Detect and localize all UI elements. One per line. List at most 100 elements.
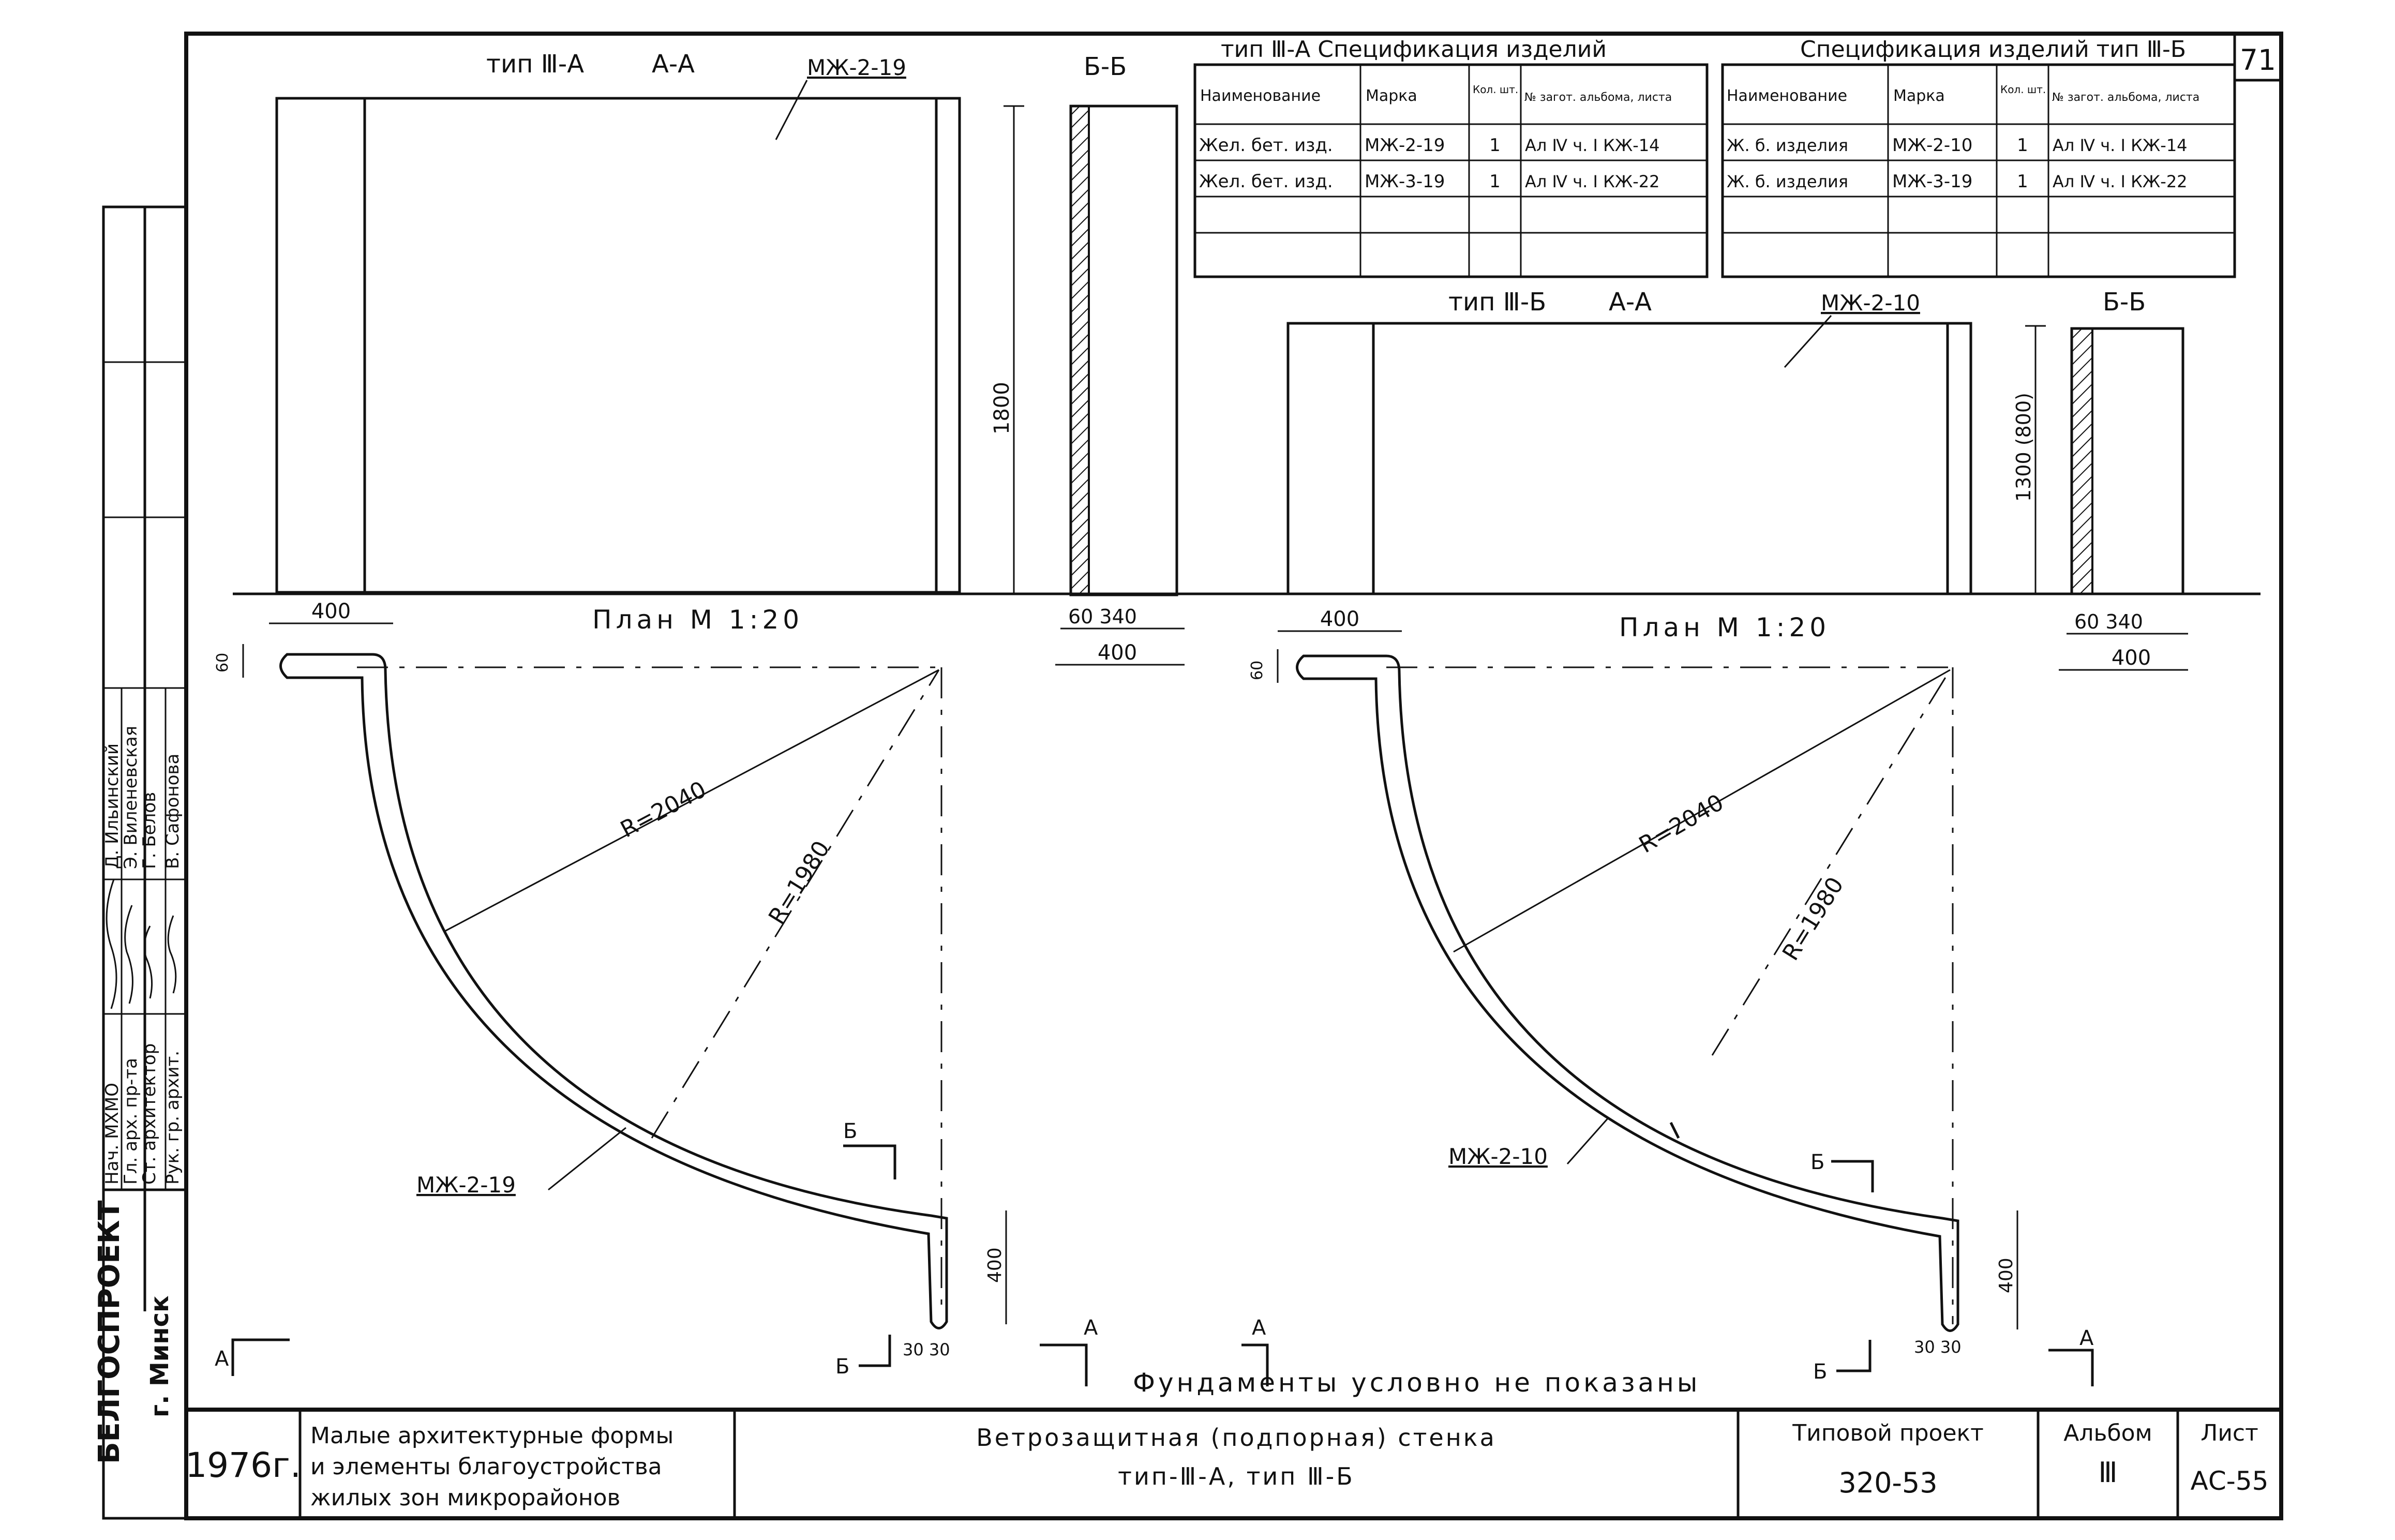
page-number: 71 <box>2240 43 2276 77</box>
spec-table-b: Спецификация изделий тип Ⅲ-Б Наименовани… <box>1721 36 2236 278</box>
type-a-title: тип Ⅲ-А <box>486 50 584 79</box>
type-b-dim-400-leg: 400 <box>1996 1258 2017 1293</box>
name-2: Э. Виленевская <box>121 726 141 869</box>
title-drawing-1: Ветрозащитная (подпорная) стенка <box>976 1424 1496 1452</box>
title-year: 1976г. <box>185 1445 301 1485</box>
type-a-cut-b-top: Б <box>843 1119 857 1143</box>
type-a-plan-title: План М 1:20 <box>592 605 803 635</box>
page-number-box <box>2233 32 2283 82</box>
type-a-cut-b-bottom: Б <box>835 1355 849 1379</box>
type-a-section-bb-hatch <box>1070 105 1090 596</box>
type-a-elevation: тип Ⅲ-А А-А МЖ-2-19 1800 Б-Б <box>275 50 1178 596</box>
name-1: Д. Ильинский <box>102 743 123 869</box>
spec-a-row2-name: Жел. бет. изд. <box>1199 171 1333 192</box>
type-b-elevation: тип Ⅲ-Б А-А МЖ-2-10 1300 (800) Б-Б <box>1286 288 2184 595</box>
type-b-section-bb: Б-Б <box>2103 288 2146 317</box>
title-block: 1976г. Малые архитектурные формы и элеме… <box>185 1408 2281 1518</box>
panel-mzh-2-10 <box>1286 322 1972 595</box>
title-drawing-2: тип-Ⅲ-А, тип Ⅲ-Б <box>1118 1462 1355 1490</box>
title-sheet-number: АС-55 <box>2191 1466 2269 1496</box>
role-2: Гл. арх. пр-та <box>121 1058 141 1185</box>
type-b-section-aa: А-А <box>1609 288 1652 317</box>
title-album-number: Ⅲ <box>2098 1456 2117 1489</box>
spec-b-row1-name: Ж. б. изделия <box>1727 136 1848 155</box>
spec-a-row2-album: Ал Ⅳ ч. Ⅰ КЖ-22 <box>1525 172 1660 191</box>
type-b-section-bb-hatch <box>2071 327 2093 595</box>
sheet-frame <box>184 32 2283 1520</box>
name-3: Г. Белов <box>139 792 160 869</box>
organization-name: БЕЛГОСПРОЕКТ <box>93 1200 126 1464</box>
spec-b-row2-qty: 1 <box>2017 171 2028 192</box>
type-a-section-bb: Б-Б <box>1084 52 1127 81</box>
role-4: Рук. гр. архит. <box>162 1051 183 1185</box>
spec-b-row2-album: Ал Ⅳ ч. Ⅰ КЖ-22 <box>2053 172 2188 191</box>
type-a-plan: План М 1:20 400 60 60 340 400 R=2040 R=1… <box>214 600 1185 1386</box>
type-a-plan-mark: МЖ-2-19 <box>416 1172 516 1198</box>
type-a-curved-wall <box>279 653 948 1329</box>
spec-table-a: тип Ⅲ-А Спецификация изделий Наименовани… <box>1193 36 1709 278</box>
type-a-dim-400-section: 400 <box>1098 641 1137 665</box>
type-b-plan-title: План М 1:20 <box>1619 612 1830 642</box>
panel-mzh-2-19 <box>275 97 961 594</box>
type-a-radius-outer: R=2040 <box>616 776 710 843</box>
type-b-dim-400-top: 400 <box>1320 607 1359 631</box>
spec-b-row2-name: Ж. б. изделия <box>1727 172 1848 191</box>
spec-b-row2-mark: МЖ-3-19 <box>1892 171 1972 192</box>
type-a-dim-60-340: 60 340 <box>1068 605 1137 628</box>
type-b-dim-60-340: 60 340 <box>2074 610 2143 633</box>
role-3: Ст. архитектор <box>139 1043 160 1185</box>
spec-a-header-name: Наименование <box>1200 87 1321 105</box>
spec-a-row2-qty: 1 <box>1489 171 1501 192</box>
signature-2 <box>124 905 133 1004</box>
spec-b-header-mark: Марка <box>1893 87 1945 105</box>
spec-b-row1-album: Ал Ⅳ ч. Ⅰ КЖ-14 <box>2053 136 2188 155</box>
type-b-dim-30-30: 30 30 <box>1914 1337 1962 1357</box>
organization-city: г. Минск <box>145 1295 174 1417</box>
type-b-curved-wall <box>1296 654 1959 1332</box>
type-a-dim-60: 60 <box>214 653 232 672</box>
spec-a-row1-mark: МЖ-2-19 <box>1365 135 1445 156</box>
spec-a-row1-qty: 1 <box>1489 135 1501 156</box>
type-b-cut-b-bottom: Б <box>1813 1360 1827 1384</box>
type-a-section-aa: А-А <box>652 50 695 79</box>
spec-b-row1-qty: 1 <box>2017 135 2028 156</box>
signature-3 <box>143 925 153 999</box>
type-b-plan: План М 1:20 400 60 60 340 400 R=2040 R=1… <box>1241 607 2188 1386</box>
name-4: В. Сафонова <box>162 754 183 869</box>
type-b-panel-mark: МЖ-2-10 <box>1821 290 1920 316</box>
spec-a-header-album: № загот. альбома, листа <box>1524 91 1672 104</box>
type-a-dim-30-30: 30 30 <box>903 1340 950 1359</box>
type-a-cut-a-left: А <box>215 1347 229 1371</box>
type-b-dim-60: 60 <box>1248 661 1266 680</box>
type-b-height-dim: 1300 (800) <box>2012 393 2035 502</box>
type-b-cut-a-left: А <box>1252 1316 1266 1340</box>
signature-1 <box>106 879 117 1009</box>
type-b-plan-mark: МЖ-2-10 <box>1448 1144 1548 1169</box>
title-album-label: Альбом <box>2063 1420 2152 1446</box>
type-b-cut-a-right: А <box>2079 1326 2094 1350</box>
title-sheet-label: Лист <box>2201 1420 2258 1446</box>
type-a-dim-400-top: 400 <box>311 600 351 623</box>
type-a-cut-a-right: А <box>1084 1316 1098 1340</box>
type-a-radius-inner: R=1980 <box>764 836 835 929</box>
spec-a-header-mark: Марка <box>1366 87 1417 105</box>
type-a-height-dim: 1800 <box>990 382 1014 435</box>
spec-a-title: тип Ⅲ-А Спецификация изделий <box>1221 36 1607 63</box>
role-1: Нач. МХМО <box>102 1083 123 1185</box>
spec-b-header-album: № загот. альбома, листа <box>2052 91 2199 104</box>
spec-a-row1-album: Ал Ⅳ ч. Ⅰ КЖ-14 <box>1525 136 1660 155</box>
title-subject-2: и элементы благоустройства <box>310 1454 662 1480</box>
type-a-panel-mark: МЖ-2-19 <box>807 55 906 80</box>
spec-b-title: Спецификация изделий тип Ⅲ-Б <box>1800 36 2186 63</box>
type-b-title: тип Ⅲ-Б <box>1448 288 1546 317</box>
footer-note: Фундаменты условно не показаны <box>1133 1368 1700 1398</box>
type-b-cut-b-top: Б <box>1810 1150 1824 1174</box>
spec-a-row2-mark: МЖ-3-19 <box>1365 171 1445 192</box>
title-subject-1: Малые архитектурные формы <box>310 1423 673 1449</box>
spec-a-row1-name: Жел. бет. изд. <box>1199 135 1333 156</box>
type-b-radius-inner: R=1980 <box>1777 873 1849 965</box>
spec-b-header-name: Наименование <box>1727 87 1847 105</box>
left-stamp: Нач. МХМО Гл. арх. пр-та Ст. архитектор … <box>93 205 188 1520</box>
type-a-dim-400-leg: 400 <box>984 1247 1006 1283</box>
